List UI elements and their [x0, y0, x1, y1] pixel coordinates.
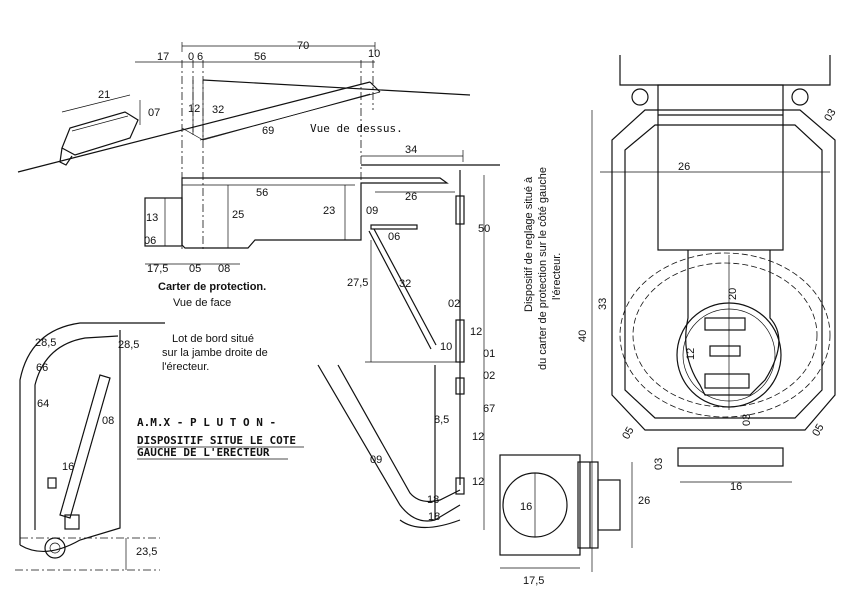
dim-09: 09	[366, 205, 378, 217]
dim-40: 40	[577, 330, 589, 342]
dim-12b: 12	[472, 431, 484, 443]
dim-12: 12	[188, 103, 200, 115]
dim-32-front: 32	[399, 278, 411, 290]
top-view-title: Vue de dessus.	[310, 122, 403, 135]
edge-caption-1: Lot de bord situé	[172, 333, 254, 345]
note-line-1: Dispositif de reglage situé à	[523, 176, 535, 312]
title-line-3: GAUCHE DE L'ERECTEUR	[137, 446, 270, 459]
dim-12c: 12	[472, 476, 484, 488]
dim-08-edge: 08	[102, 415, 114, 427]
dim-03c: 03	[653, 458, 665, 470]
dim-26-side: 26	[638, 495, 650, 507]
dim-07: 07	[148, 107, 160, 119]
dim-69: 69	[262, 125, 274, 137]
note-line-3: l'érecteur.	[551, 253, 563, 300]
dim-01: 01	[483, 348, 495, 360]
dim-09b: 09	[370, 454, 382, 466]
dim-28-5a: 28,5	[35, 337, 56, 349]
dim-17-5: 17,5	[147, 263, 168, 275]
edge-caption-2: sur la jambe droite de	[162, 347, 268, 359]
edge-caption-3: l'érecteur.	[162, 361, 209, 373]
dim-33: 33	[597, 298, 609, 310]
dim-32: 32	[212, 104, 224, 116]
dim-66: 66	[36, 362, 48, 374]
dim-64: 64	[37, 398, 49, 410]
dim-34: 34	[405, 144, 417, 156]
title-block: A.M.X - P L U T O N - DISPOSITIF SITUE L…	[137, 416, 304, 460]
dim-23-5: 23,5	[136, 546, 157, 558]
dim-03a: 03	[822, 107, 839, 124]
right-view: 26 33 40 20 12 03 03 03 05 05 16	[577, 55, 839, 572]
dim-56: 56	[254, 51, 266, 63]
title-line-1: A.M.X - P L U T O N -	[137, 416, 276, 429]
dim-17: 17	[157, 51, 169, 63]
dim-02a: 02	[448, 298, 460, 310]
dim-06a: 06	[144, 235, 156, 247]
dim-08: 08	[218, 263, 230, 275]
front-view-subtitle: Vue de face	[173, 297, 231, 309]
dim-26: 26	[405, 191, 417, 203]
dim-27-5: 27,5	[347, 277, 368, 289]
dim-05a: 05	[620, 425, 637, 442]
edge-part: 28,5 28,5 66 64 08 16 23,5 Lot de bord s…	[15, 322, 268, 571]
dim-6: 6	[197, 51, 203, 63]
dim-26-right: 26	[678, 161, 690, 173]
dim-50: 50	[478, 223, 490, 235]
dim-13: 13	[146, 212, 158, 224]
dim-06b: 06	[388, 231, 400, 243]
dim-12a: 12	[470, 326, 482, 338]
title-line-2: DISPOSITIF SITUE LE COTE	[137, 434, 296, 447]
dim-17-5-side: 17,5	[523, 575, 544, 587]
dim-67: 67	[483, 403, 495, 415]
front-view: 56 13 06 25 23 26 09 06 17,5 05 08 Carte…	[144, 170, 495, 530]
dim-02b: 02	[483, 370, 495, 382]
dim-16-side: 16	[520, 501, 532, 513]
front-view-title: Carter de protection.	[158, 281, 266, 293]
dim-20: 20	[727, 288, 739, 300]
dim-05: 05	[189, 263, 201, 275]
dim-28-5b: 28,5	[118, 339, 139, 351]
dim-10: 10	[368, 48, 380, 60]
dim-16-right: 16	[730, 481, 742, 493]
side-part: 16 17,5 26	[499, 454, 650, 587]
dim-18a: 18	[427, 494, 439, 506]
dim-12-right: 12	[685, 348, 697, 360]
vertical-note: Dispositif de reglage situé à du carter …	[523, 167, 563, 370]
top-view: 70 17 0 6 56 10 21 07 12 32 69 Vue d	[17, 40, 500, 250]
dim-21: 21	[98, 89, 110, 101]
dim-25: 25	[232, 209, 244, 221]
dim-16-edge: 16	[62, 461, 74, 473]
dim-70: 70	[297, 40, 309, 52]
dim-8-5: 8,5	[434, 414, 449, 426]
dim-05b: 05	[810, 422, 827, 439]
dim-0: 0	[188, 51, 194, 63]
dim-23: 23	[323, 205, 335, 217]
dim-56-front: 56	[256, 187, 268, 199]
dim-03b: 03	[741, 414, 753, 426]
dim-10-front: 10	[440, 341, 452, 353]
dim-18b: 18	[428, 511, 440, 523]
note-line-2: du carter de protection sur le côté gauc…	[537, 167, 549, 370]
